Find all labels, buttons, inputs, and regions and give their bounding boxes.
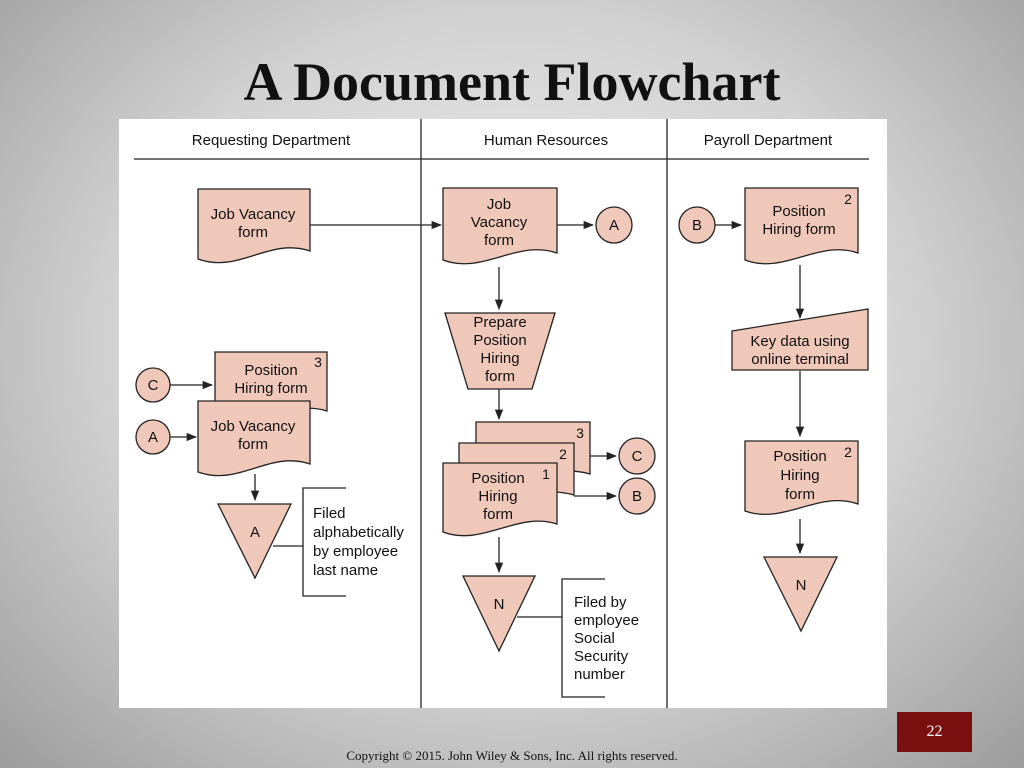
svg-text:Vacancy: Vacancy (471, 214, 528, 231)
svg-text:Job: Job (487, 196, 511, 213)
annotation-line: employee (574, 612, 639, 629)
file-storage-n-hr: N (461, 575, 537, 653)
svg-text:A: A (609, 217, 619, 234)
annotation-bracket (302, 487, 346, 597)
file-storage-n-payroll: N (762, 556, 839, 633)
svg-text:Position: Position (244, 362, 297, 379)
doc-label-line: Job Vacancy (211, 206, 296, 223)
svg-text:online terminal: online terminal (751, 351, 849, 368)
svg-text:Prepare: Prepare (473, 314, 526, 331)
annotation-line: Social (574, 630, 615, 647)
svg-text:Position: Position (772, 203, 825, 220)
connector-c-out: C (618, 437, 656, 475)
svg-text:A: A (250, 524, 260, 541)
svg-text:form: form (484, 232, 514, 249)
annotation-line: by employee (313, 543, 398, 560)
copy-number: 2 (844, 444, 852, 460)
connector-a-out: A (595, 206, 633, 244)
svg-text:Hiring form: Hiring form (234, 380, 307, 397)
doc-job-vacancy-form: Job Vacancy form (197, 188, 311, 264)
svg-text:C: C (632, 448, 643, 465)
copy-number: 2 (559, 446, 567, 462)
annotation-line: Filed by (574, 594, 627, 611)
lane-header-payroll: Payroll Department (704, 132, 833, 149)
annotation-line: number (574, 666, 625, 683)
svg-text:Hiring: Hiring (780, 467, 819, 484)
svg-text:C: C (148, 377, 159, 394)
svg-text:Hiring: Hiring (478, 488, 517, 505)
lane-header-hr: Human Resources (484, 132, 608, 149)
copy-number: 3 (576, 425, 584, 441)
copy-number: 3 (314, 354, 322, 370)
annotation-line: Filed (313, 505, 346, 522)
svg-text:Position: Position (471, 470, 524, 487)
doc-hr-job-vacancy-form: Job Vacancy form (442, 187, 558, 265)
svg-text:Position: Position (473, 332, 526, 349)
svg-text:form: form (485, 368, 515, 385)
svg-text:form: form (483, 506, 513, 523)
doc-payroll-position-hiring-2: Position Hiring form 2 (744, 440, 859, 516)
process-key-data: Key data using online terminal (731, 308, 869, 371)
connector-c-in: C (135, 367, 171, 403)
manual-op-prepare-form: Prepare Position Hiring form (444, 312, 556, 390)
copy-number: 2 (844, 191, 852, 207)
svg-text:N: N (494, 596, 505, 613)
svg-text:N: N (796, 577, 807, 594)
annotation-line: alphabetically (313, 524, 404, 541)
doc-job-vacancy-form-filed: Job Vacancy form (197, 400, 311, 477)
doc-payroll-position-hiring: Position Hiring form 2 (744, 187, 859, 265)
svg-text:B: B (632, 488, 642, 505)
lane-header-requesting: Requesting Department (192, 132, 351, 149)
swimlane-grid (134, 119, 869, 708)
file-storage-a: A (216, 503, 293, 580)
svg-text:A: A (148, 429, 158, 446)
svg-text:form: form (238, 436, 268, 453)
annotation-bracket (561, 578, 605, 698)
copy-number: 1 (542, 466, 550, 482)
connector-b-in: B (678, 206, 716, 244)
connector-a-in: A (135, 419, 171, 455)
page-number: 22 (897, 712, 972, 752)
svg-text:Position: Position (773, 448, 826, 465)
svg-text:B: B (692, 217, 702, 234)
svg-text:form: form (785, 486, 815, 503)
doc-label-line: form (238, 224, 268, 241)
annotation-line: last name (313, 562, 378, 579)
annotation-line: Security (574, 648, 629, 665)
doc-stack-copy-1: Position Hiring form 1 (442, 462, 558, 537)
document-flowchart: Requesting Department Human Resources Pa… (119, 119, 887, 708)
svg-text:Key data using: Key data using (750, 333, 849, 350)
svg-text:Job Vacancy: Job Vacancy (211, 418, 296, 435)
copyright-notice: Copyright © 2015. John Wiley & Sons, Inc… (346, 748, 678, 763)
svg-text:Hiring: Hiring (480, 350, 519, 367)
slide-title: A Document Flowchart (243, 52, 781, 112)
connector-b-out: B (618, 477, 656, 515)
svg-text:Hiring form: Hiring form (762, 221, 835, 238)
